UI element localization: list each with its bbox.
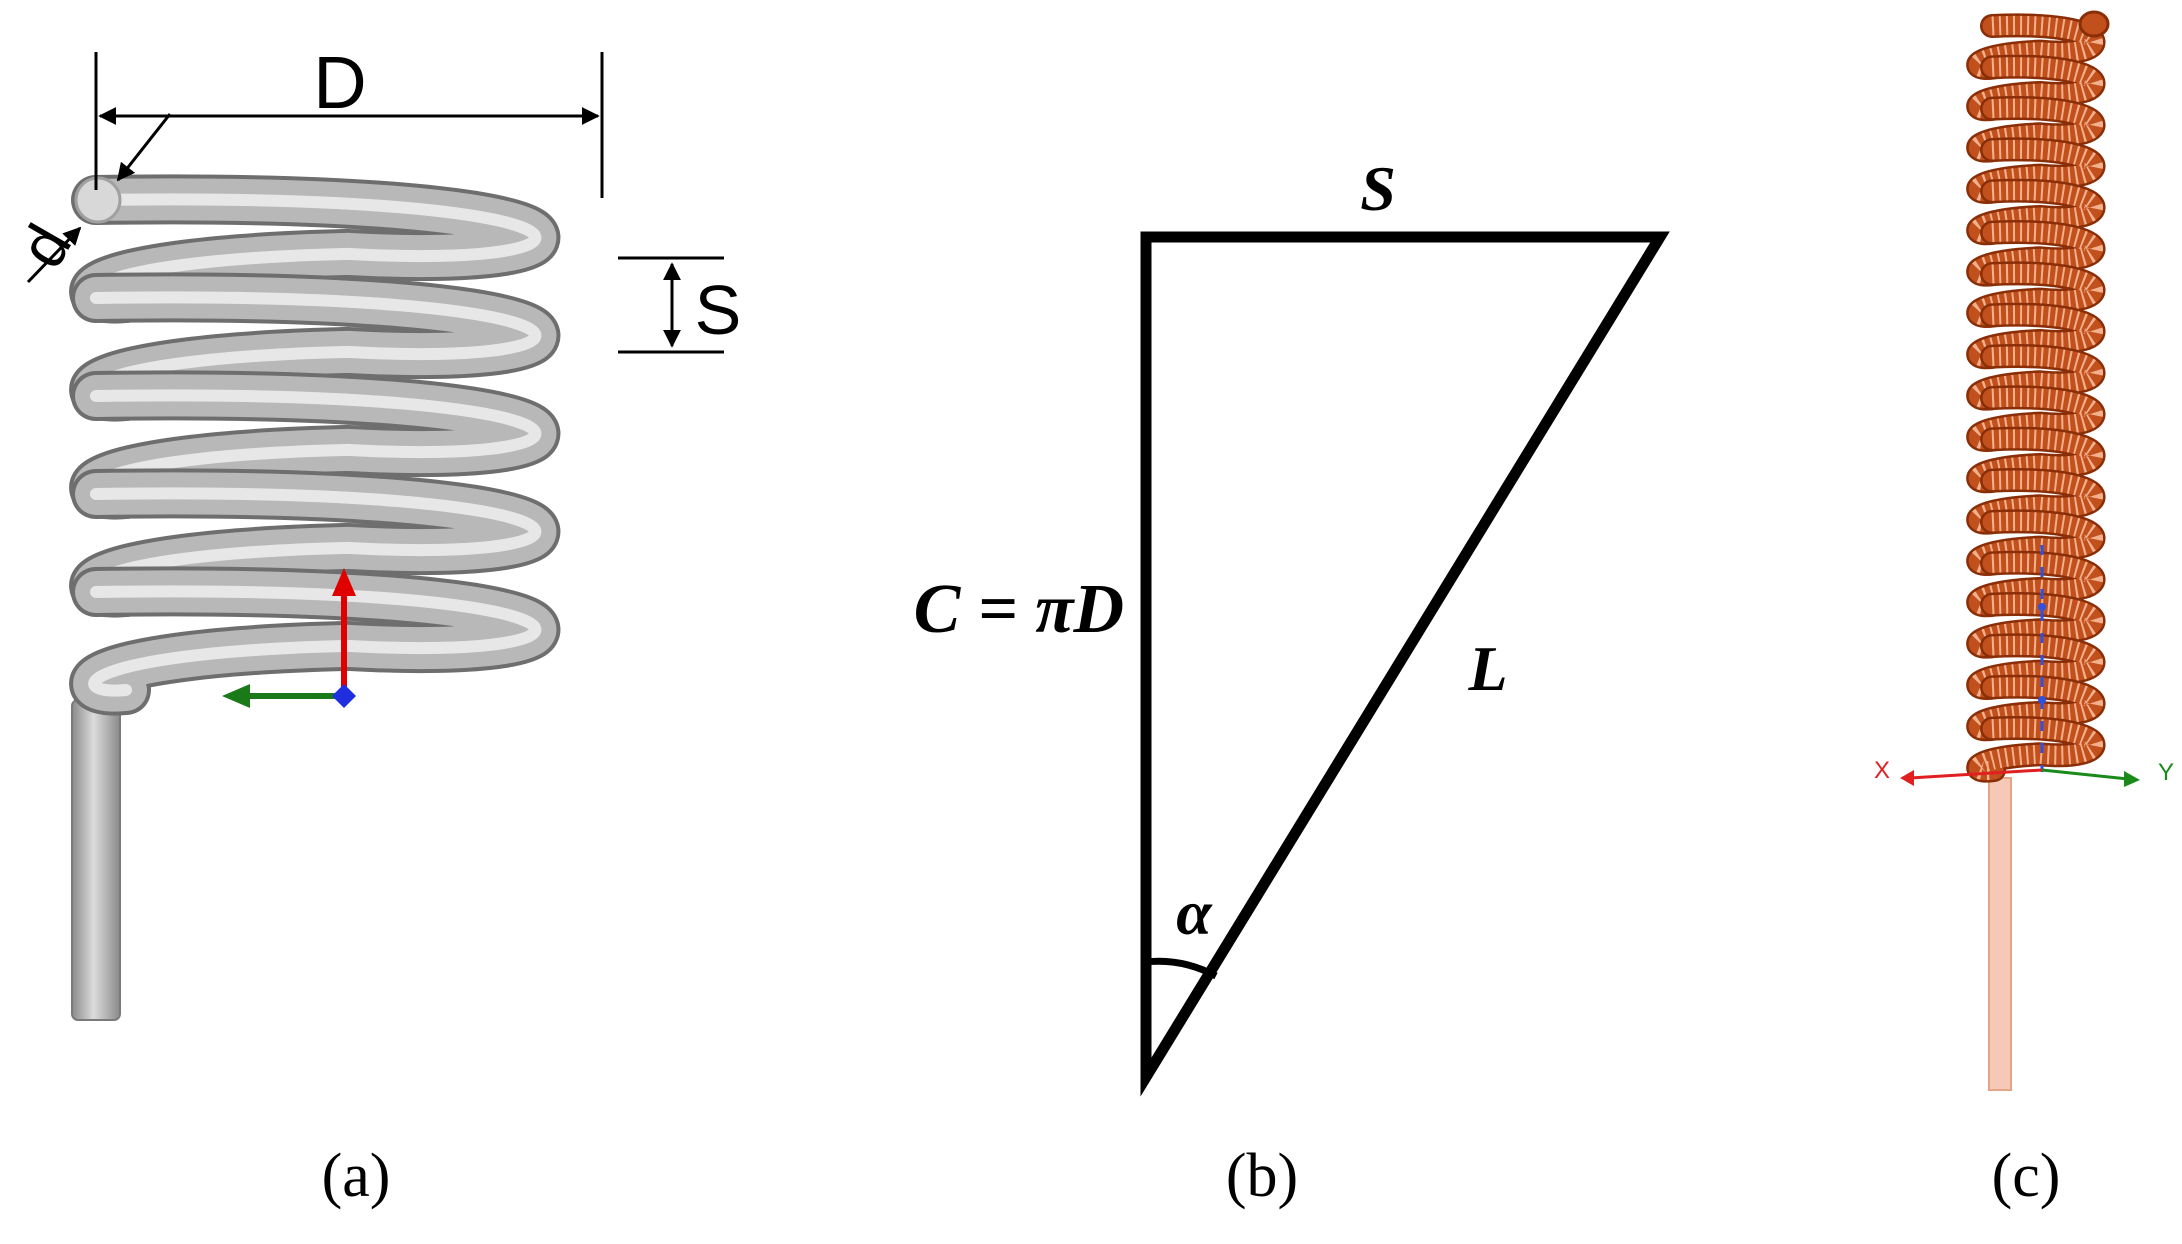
mesh-turn — [1968, 222, 2104, 285]
label-S-panel-a: S — [695, 271, 742, 349]
label-d: d — [5, 213, 85, 280]
mesh-top-end — [2078, 10, 2110, 38]
mesh-turn — [1968, 346, 2104, 409]
dimension-S — [618, 256, 724, 354]
axis-marker-1 — [2038, 603, 2046, 611]
axis-marker-2 — [2038, 696, 2046, 704]
label-D: D — [313, 41, 366, 124]
mesh-turn — [1968, 15, 2104, 78]
mesh-turn — [1968, 305, 2104, 367]
feed-stem — [1988, 777, 2012, 1091]
mesh-turn — [1968, 429, 2104, 491]
panel-a-spring-model: D d S — [5, 41, 742, 1021]
wire-end-cap — [74, 176, 122, 224]
mesh-turn — [1968, 181, 2104, 243]
mesh-turn — [1968, 635, 2104, 698]
caption-c: (c) — [1992, 1142, 2061, 1210]
panel-c-spring-mesh: X Y — [1874, 10, 2174, 1091]
mesh-turn — [1968, 718, 2104, 781]
mesh-turn — [1968, 57, 2104, 119]
label-S-panel-b: S — [1360, 153, 1396, 224]
caption-a: (a) — [322, 1142, 391, 1210]
unrolled-helix-triangle — [1140, 231, 1670, 1097]
spring-lead-stem — [71, 699, 121, 1021]
label-L: L — [1467, 633, 1507, 704]
coordinate-triad-a — [222, 568, 356, 708]
coil-turn-highlight — [88, 585, 542, 697]
label-C-equals-pi-D: C = πD — [914, 571, 1124, 648]
mesh-turn — [1968, 553, 2104, 615]
spring-coil — [69, 174, 561, 716]
mesh-turn — [1968, 98, 2104, 161]
dimension-d — [26, 113, 172, 284]
label-alpha: α — [1176, 877, 1213, 948]
mesh-turn — [1968, 511, 2104, 574]
dimension-D — [94, 52, 604, 198]
mesh-turn — [1968, 470, 2104, 533]
caption-b: (b) — [1226, 1142, 1298, 1210]
mesh-turn — [1968, 677, 2104, 739]
axis-label-y: Y — [2158, 759, 2174, 786]
panel-b-helix-triangle: S C = πD L α — [914, 153, 1670, 1097]
mesh-turn — [1968, 263, 2104, 326]
mesh-turn — [1968, 387, 2104, 450]
axis-label-x: X — [1874, 757, 1890, 784]
mesh-turn — [1968, 139, 2104, 202]
mesh-turn — [1968, 594, 2104, 657]
angle-alpha-arc — [1145, 957, 1218, 980]
spring-coil-mesh — [1966, 10, 2110, 783]
coordinate-triad-c — [1900, 768, 2140, 787]
